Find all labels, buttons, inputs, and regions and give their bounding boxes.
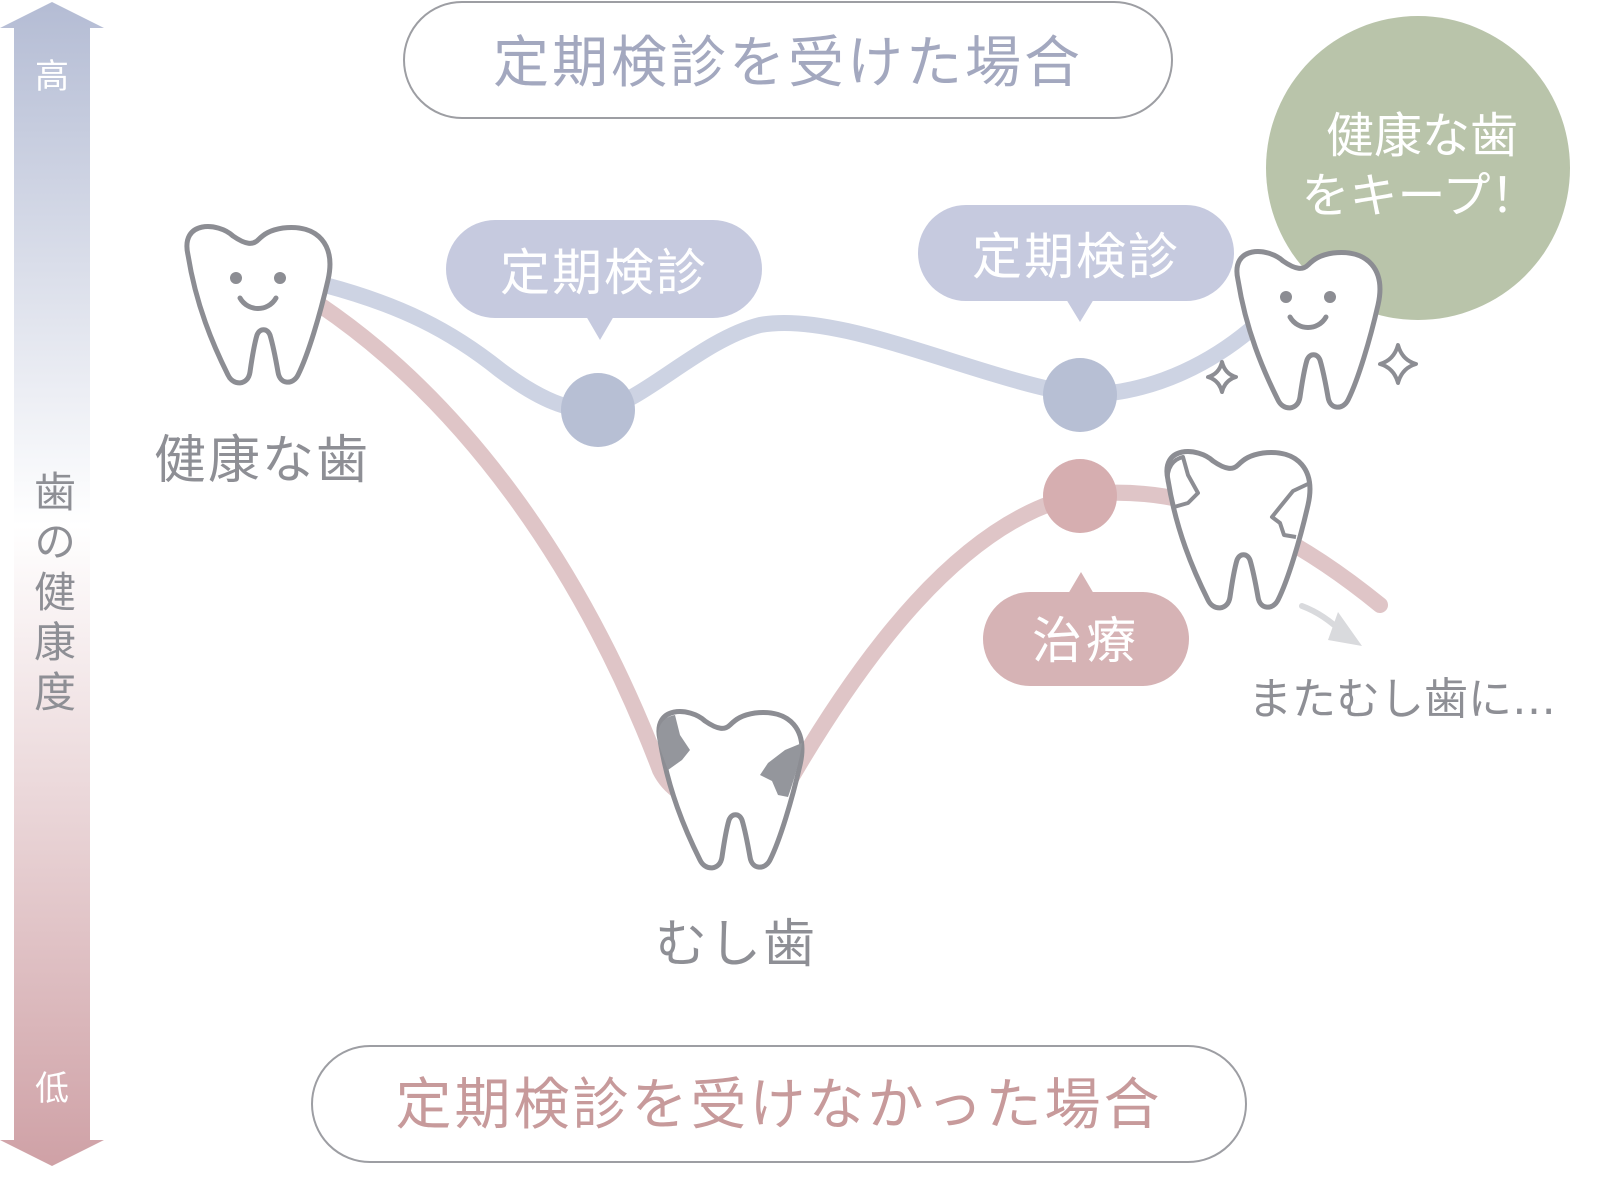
axis-arrow-bar xyxy=(0,2,104,1166)
without-checkups-title-pill: 定期検診を受けなかった場合 xyxy=(311,1045,1247,1163)
sparkle-icon xyxy=(1378,343,1418,385)
with-checkups-title-pill: 定期検診を受けた場合 xyxy=(403,1,1173,119)
keep-healthy-line2: をキープ！ xyxy=(1301,168,1538,224)
with-checkups-title: 定期検診を受けた場合 xyxy=(493,31,1083,96)
keep-healthy-line1: 健康な歯 xyxy=(1326,108,1518,164)
keep-healthy-badge: 健康な歯 をキープ！ xyxy=(1266,16,1570,320)
without-checkups-title: 定期検診を受けなかった場合 xyxy=(396,1073,1163,1138)
checkup-bubble-1: 定期検診 xyxy=(446,220,762,340)
smiling-tooth-icon xyxy=(184,224,333,386)
sparkle-icon xyxy=(1206,360,1238,394)
checkup-point-1 xyxy=(561,373,635,447)
checkup-label-2: 定期検診 xyxy=(972,228,1180,286)
healthy-tooth-label: 健康な歯 xyxy=(154,431,370,491)
checkup-bubble-2: 定期検診 xyxy=(918,205,1234,322)
treatment-point xyxy=(1043,459,1117,533)
cavity-tooth-icon xyxy=(656,709,805,871)
health-axis: 高 低 歯の健康度 xyxy=(0,2,104,1166)
treatment-bubble: 治療 xyxy=(983,572,1189,686)
axis-title: 歯の健康度 xyxy=(28,470,77,720)
arrow-icon xyxy=(1299,603,1362,646)
chipped-tooth-icon xyxy=(1164,449,1313,611)
checkup-point-2 xyxy=(1043,358,1117,432)
cavity-tooth-label: むし歯 xyxy=(655,915,817,975)
checkup-label-1: 定期検診 xyxy=(500,244,708,302)
axis-high-label: 高 xyxy=(35,57,69,97)
sparkling-tooth-icon xyxy=(1234,249,1383,411)
treatment-label: 治療 xyxy=(1032,612,1140,670)
recurrence-label: またむし歯に… xyxy=(1248,674,1556,725)
axis-low-label: 低 xyxy=(35,1069,69,1109)
